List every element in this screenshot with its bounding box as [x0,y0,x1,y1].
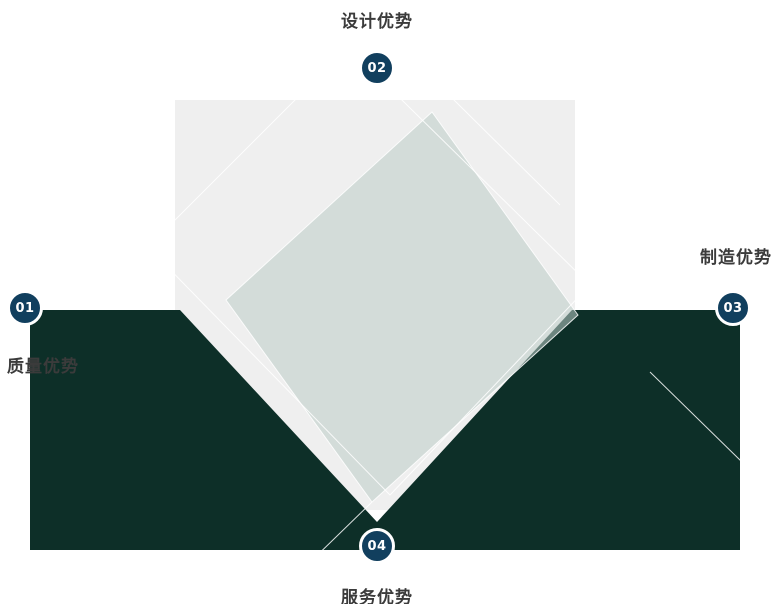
label-service-advantage: 服务优势 [341,588,413,604]
accent-line-bottom-left [299,501,373,573]
accent-line-top-right [451,97,561,206]
label-manufacturing-advantage: 制造优势 [700,248,772,268]
outline-square [147,46,591,496]
badge-01: 01 [7,290,43,326]
accent-line-bottom-right [649,371,743,463]
badge-03: 03 [715,290,751,326]
label-design-advantage: 设计优势 [341,12,413,32]
badge-04: 04 [359,528,395,564]
banner-ribbon [30,310,740,550]
badge-02: 02 [359,50,395,86]
label-quality-advantage: 质量优势 [7,357,79,377]
